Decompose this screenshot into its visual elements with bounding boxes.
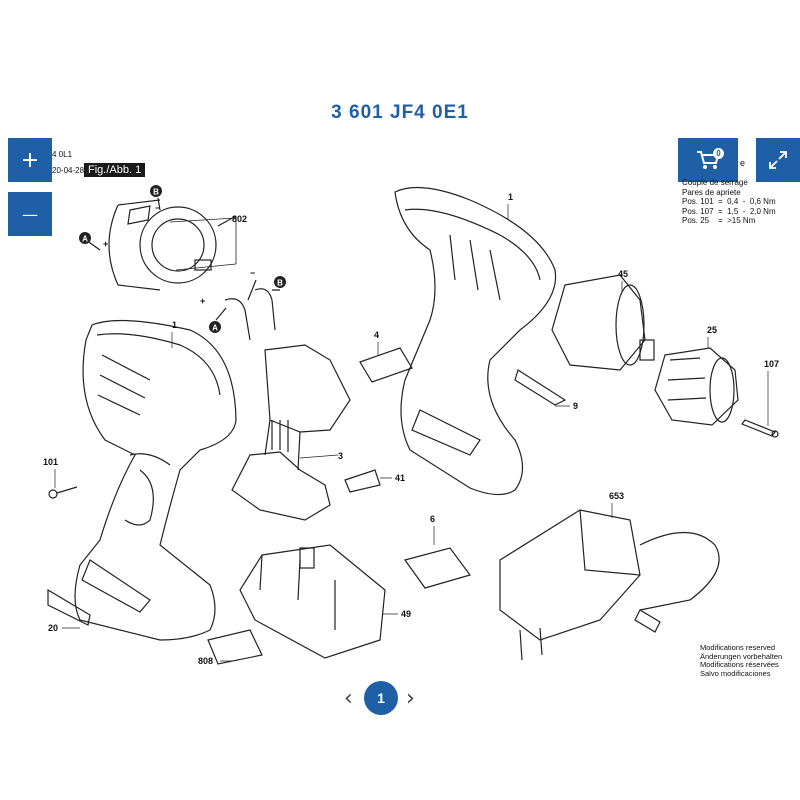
part-number-9: 9 (573, 401, 578, 411)
part-number-1-right: 1 (508, 192, 513, 202)
part-9-drawing (514, 369, 567, 406)
switch-assembly-drawing (224, 288, 351, 521)
marker-a-circle (79, 232, 91, 244)
polarity-minus: − (155, 203, 160, 213)
marker-a-label: A (82, 235, 88, 244)
model-fragment: 4 0L1 (52, 150, 73, 159)
part-number-4: 4 (374, 330, 379, 340)
polarity-minus: − (250, 268, 255, 278)
torque-line: Pos. 101 = 0,4 - 0,6 Nm (682, 197, 776, 206)
motor-drawing (108, 199, 217, 291)
torque-notes: Couple de serrage Pares de apriete Pos. … (682, 178, 776, 226)
part-number-653: 653 (609, 491, 624, 501)
part-number-20: 20 (48, 623, 58, 633)
part-41-drawing (344, 469, 381, 493)
marker-b-circle (150, 185, 162, 197)
battery-pack-drawing (239, 544, 386, 659)
housing-right-drawing (394, 186, 557, 496)
zoom-out-button[interactable]: — (8, 192, 52, 236)
modification-line: Änderungen vorbehalten (700, 651, 783, 661)
marker-b-label: B (153, 188, 159, 197)
expand-button[interactable] (756, 138, 800, 182)
part-20-drawing (47, 588, 91, 626)
figure-label: Fig./Abb. 1 (84, 163, 146, 177)
polarity-plus: + (200, 296, 205, 306)
torque-heading-fr: Couple de serrage (682, 178, 748, 187)
chuck-drawing (654, 347, 739, 426)
part-number-101: 101 (43, 457, 58, 467)
part-number-3: 3 (338, 451, 343, 461)
modifications-notice: Modifications reserved Änderungen vorbeh… (700, 643, 783, 678)
part-number-45: 45 (618, 269, 628, 279)
part-number-802: 802 (232, 214, 247, 224)
marker-a-label: A (212, 324, 218, 333)
expand-icon (769, 151, 787, 169)
part-number-49: 49 (401, 609, 411, 619)
zoom-out-label: — (22, 204, 38, 224)
part-number-808: 808 (198, 656, 213, 666)
torque-heading-es: Pares de apriete (682, 187, 741, 197)
page-title: 3 601 JF4 0E1 (331, 102, 469, 123)
modification-line: Salvo modificaciones (700, 668, 771, 678)
chevron-right-icon[interactable]: › (406, 686, 415, 711)
part-808-drawing (207, 629, 263, 665)
date-fragment: 20-04-28 (52, 166, 85, 175)
marker-b-label: B (277, 279, 283, 288)
polarity-plus: + (103, 239, 108, 249)
part-number-25: 25 (707, 325, 717, 335)
modification-line: Modifications reserved (700, 643, 776, 652)
part-4-drawing (359, 347, 413, 383)
add-to-cart-button[interactable]: 0 (678, 138, 738, 182)
part-number-41: 41 (395, 473, 405, 483)
torque-line: Pos. 107 = 1,5 - 2,0 Nm (682, 206, 776, 216)
part-number-107: 107 (764, 359, 779, 369)
page-number-button[interactable]: 1 (364, 681, 398, 715)
part-number-1-left: 1 (172, 320, 177, 330)
marker-b-circle (274, 276, 286, 288)
torque-line: Pos. 25 = >15 Nm (682, 216, 756, 225)
cart-badge: 0 (713, 148, 724, 159)
gearbox-drawing (551, 274, 655, 371)
header-tail-letter: e (740, 158, 746, 168)
marker-a-circle (209, 321, 221, 333)
zoom-in-button[interactable]: + (8, 138, 52, 182)
charger-drawing (499, 509, 720, 661)
part-number-6: 6 (430, 514, 435, 524)
part-6-drawing (404, 547, 471, 589)
screw-101-drawing (48, 489, 58, 499)
screw-107-drawing (741, 419, 779, 438)
housing-left-drawing (74, 319, 237, 641)
zoom-in-label: + (20, 147, 40, 173)
chevron-left-icon[interactable]: ‹ (344, 686, 353, 711)
modification-line: Modifications réservées (700, 660, 779, 669)
